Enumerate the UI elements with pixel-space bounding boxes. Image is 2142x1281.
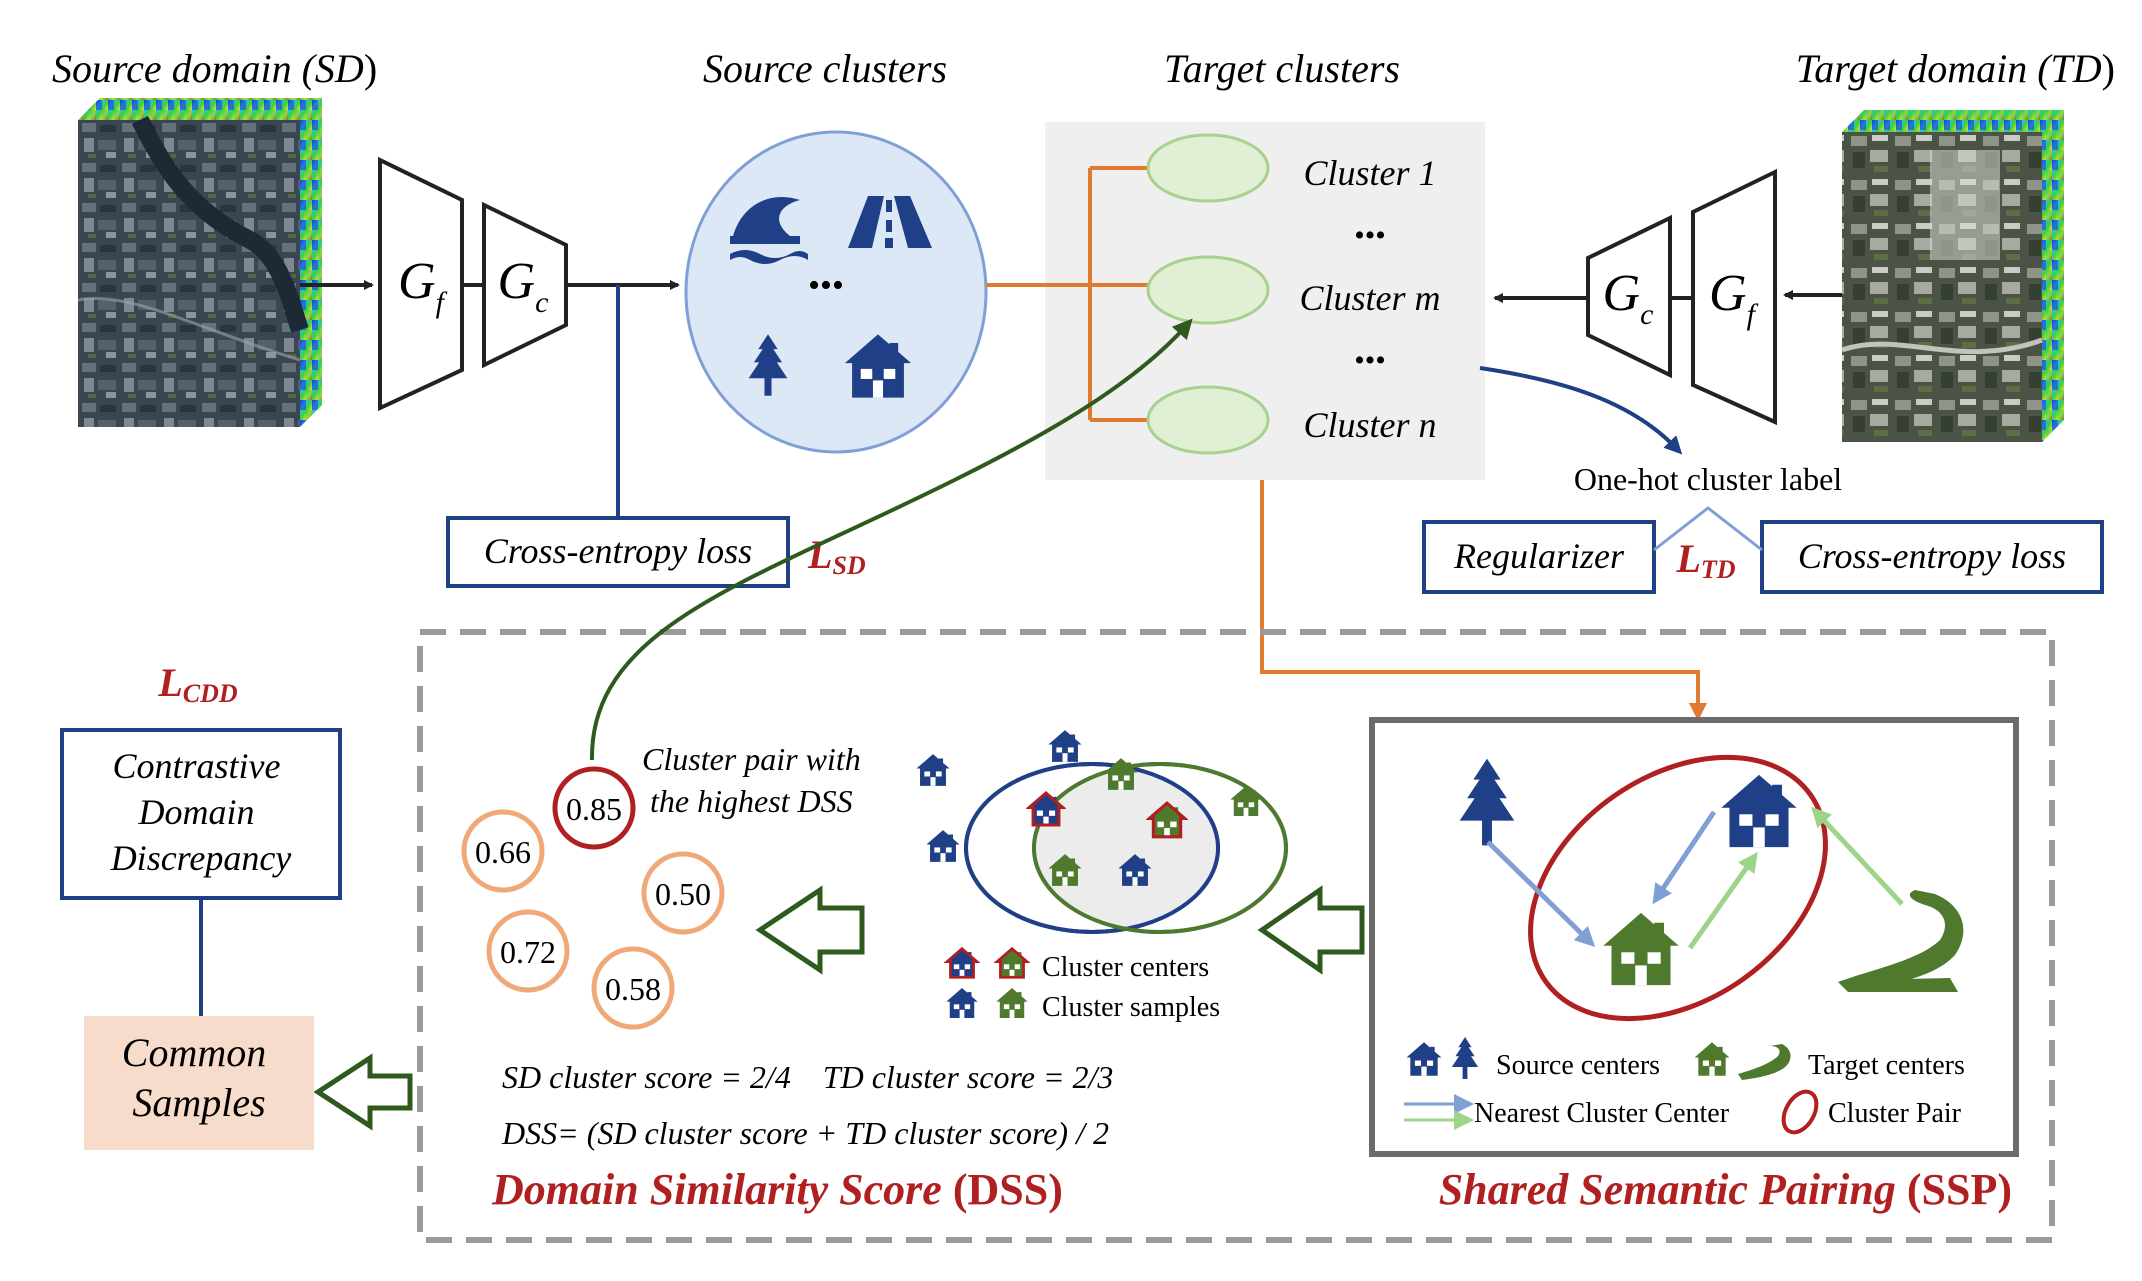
ssp-legend-target-centers: Target centers xyxy=(1808,1050,1965,1081)
one-hot-cluster-label: One-hot cluster label xyxy=(1574,461,1842,497)
target-cluster-1-ellipse xyxy=(1146,133,1270,203)
cdd-label: Contrastive Domain Discrepancy xyxy=(110,746,292,878)
target-cluster-1-label: Cluster 1 xyxy=(1303,153,1436,193)
l-td-loss: LTD xyxy=(1675,536,1735,584)
dss-score-circle-3 xyxy=(486,909,570,993)
target-cluster-m-ellipse xyxy=(1146,255,1270,325)
dss-formula-scores: SD cluster score = 2/4 TD cluster score … xyxy=(502,1059,1113,1095)
target-cluster-ellipsis-1: ••• xyxy=(1354,219,1386,252)
hollow-arrow-to-common xyxy=(313,1053,413,1131)
target-cluster-n-label: Cluster n xyxy=(1303,405,1436,445)
target-domain-image xyxy=(1841,110,2064,442)
ssp-target-road-icon xyxy=(1838,890,1964,992)
regularizer-label: Regularizer xyxy=(1453,536,1625,576)
ssp-legend-nearest: Nearest Cluster Center xyxy=(1474,1098,1730,1129)
ssp-title: Shared Semantic Pairing (SSP) xyxy=(1439,1165,2012,1214)
common-samples-box xyxy=(84,1016,314,1150)
sd-cross-entropy-label: Cross-entropy loss xyxy=(484,531,752,571)
target-cluster-m-label: Cluster m xyxy=(1299,278,1440,318)
legend-cluster-centers: Cluster centers xyxy=(1042,952,1209,983)
dss-score-2: 0.50 xyxy=(655,876,711,912)
source-gc-block xyxy=(482,201,568,369)
common-samples-label: Common Samples xyxy=(122,1030,276,1125)
td-cross-entropy-label: Cross-entropy loss xyxy=(1798,536,2066,576)
ssp-legend-source-centers: Source centers xyxy=(1496,1050,1660,1081)
target-gf-block xyxy=(1691,168,1777,426)
dss-title: Domain Similarity Score (DSS) xyxy=(491,1165,1063,1214)
cluster-pair-note: Cluster pair with the highest DSS xyxy=(642,741,869,819)
dss-score-circle-4 xyxy=(591,946,675,1030)
hollow-arrow-dss-to-scores xyxy=(755,885,865,975)
ssp-legend-pair-icon xyxy=(1781,1089,1819,1135)
dss-formula: DSS= (SD cluster score + TD cluster scor… xyxy=(501,1115,1109,1151)
source-gc-label: Gc xyxy=(498,253,549,319)
ssp-legend-pair: Cluster Pair xyxy=(1828,1098,1962,1129)
target-gc-label: Gc xyxy=(1603,265,1654,331)
dss-score-circle-2 xyxy=(641,851,725,935)
dss-score-circle-0 xyxy=(552,766,636,850)
legend-sample-target-icon xyxy=(996,988,1028,1018)
source-clusters-ellipsis: ••• xyxy=(808,267,844,304)
l-cdd-loss: LCDD xyxy=(157,660,238,708)
target-clusters-heading: Target clusters xyxy=(1164,46,1400,91)
target-gc-block xyxy=(1586,214,1672,379)
ssp-box xyxy=(1369,717,2019,1157)
water-icon xyxy=(730,196,808,264)
dss-score-4: 0.58 xyxy=(605,971,661,1007)
cluster-pair-ellipse xyxy=(1528,754,1828,1022)
dss-ssp-dashed-region xyxy=(417,629,2055,1243)
target-cluster-n-ellipse xyxy=(1146,385,1270,455)
legend-sample-source-icon xyxy=(946,988,978,1018)
target-domain-heading: Target domain (TD) xyxy=(1796,46,2115,91)
source-gf-block xyxy=(378,156,464,412)
dss-score-circle-1 xyxy=(461,809,545,893)
source-clusters-heading: Source clusters xyxy=(703,46,947,91)
legend-cluster-samples: Cluster samples xyxy=(1042,992,1220,1023)
road-icon xyxy=(848,196,932,248)
target-cluster-ellipsis-2: ••• xyxy=(1354,344,1386,377)
regularizer-box xyxy=(1422,520,1656,594)
l-sd-loss: LSD xyxy=(807,532,866,580)
cdd-box xyxy=(60,728,342,900)
ssp-legend-target-road-icon xyxy=(1738,1044,1791,1080)
td-cross-entropy-box xyxy=(1760,520,2104,594)
dss-score-3: 0.72 xyxy=(500,934,556,970)
source-domain-image xyxy=(77,98,322,427)
hollow-arrow-ssp-to-dss xyxy=(1257,885,1365,975)
sd-cross-entropy-box xyxy=(446,516,790,588)
dss-score-1: 0.66 xyxy=(475,834,531,870)
source-domain-heading: Source domain (SD) xyxy=(52,46,377,91)
dss-score-0: 0.85 xyxy=(566,791,622,827)
